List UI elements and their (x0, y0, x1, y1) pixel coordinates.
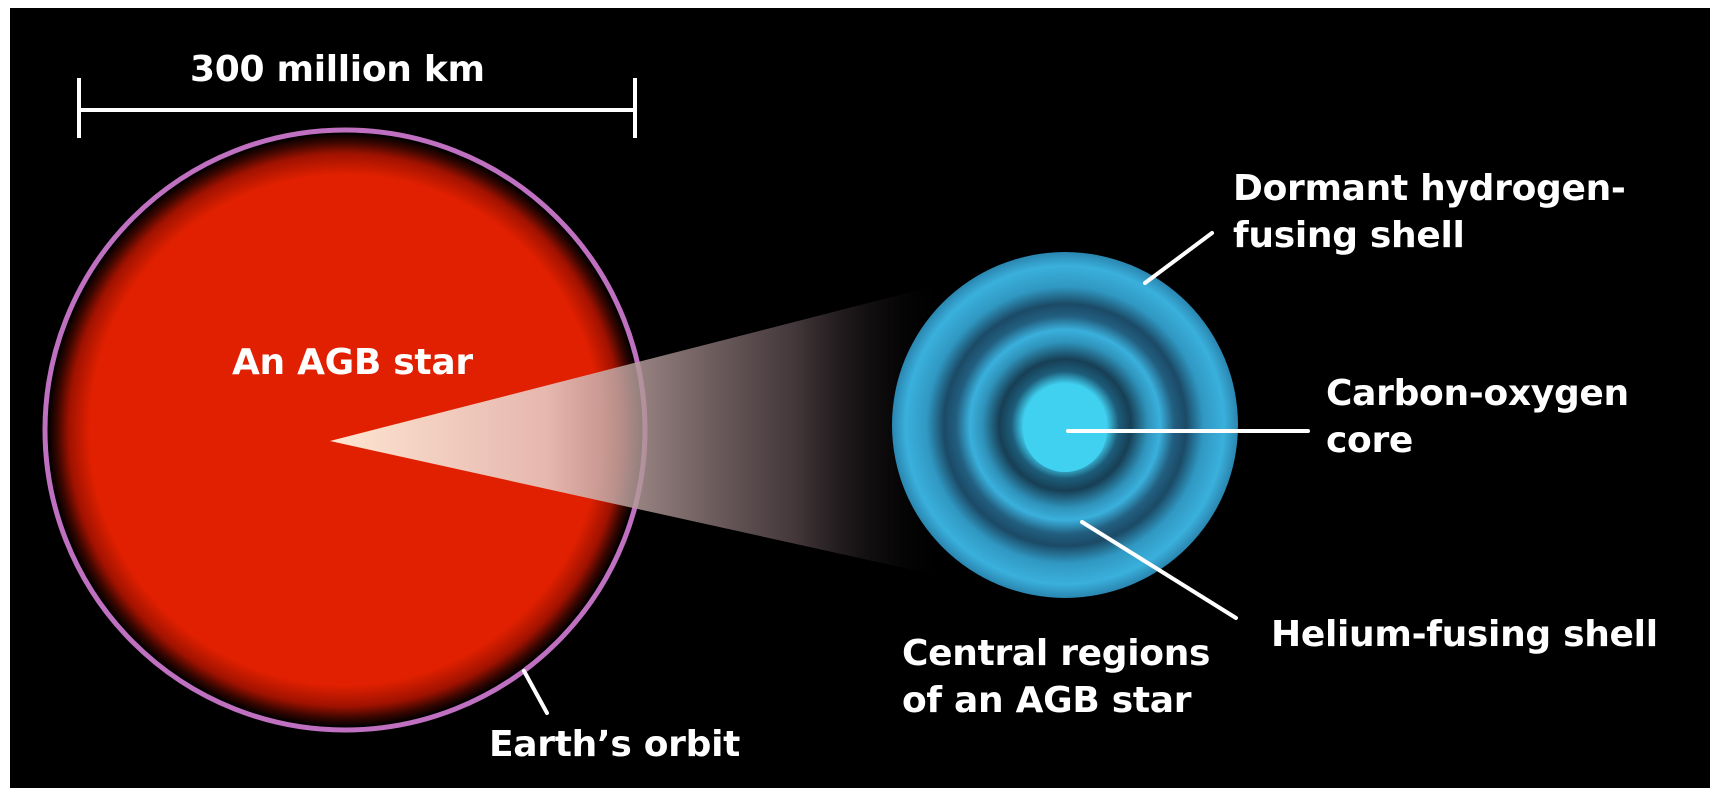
hydrogen-shell-leader (1143, 231, 1214, 285)
helium-shell-leader (1080, 520, 1238, 620)
leader-lines (522, 231, 1310, 715)
helium-shell-label: Helium-fusing shell (1271, 614, 1658, 655)
interior-title-line1: Central regions (902, 633, 1211, 674)
star-label: An AGB star (232, 342, 473, 383)
core-label-line1: Carbon-oxygen (1326, 373, 1629, 414)
core-label: Carbon-oxygen core (1326, 370, 1629, 464)
scale-bar (77, 78, 637, 138)
hydrogen-shell-label-line2: fusing shell (1233, 215, 1465, 256)
interior-title-line2: of an AGB star (902, 680, 1192, 721)
orbit-leader (522, 669, 549, 715)
hydrogen-shell-label-line1: Dormant hydrogen- (1233, 168, 1626, 209)
agb-star-disk (48, 133, 642, 727)
interior-title: Central regions of an AGB star (902, 630, 1210, 724)
hydrogen-shell-label: Dormant hydrogen- fusing shell (1233, 165, 1626, 259)
zoom-cone (330, 282, 950, 578)
earth-orbit-label: Earth’s orbit (489, 724, 741, 765)
carbon-oxygen-core (1023, 388, 1107, 472)
scale-bar-label: 300 million km (190, 49, 485, 90)
core-label-line2: core (1326, 420, 1414, 461)
